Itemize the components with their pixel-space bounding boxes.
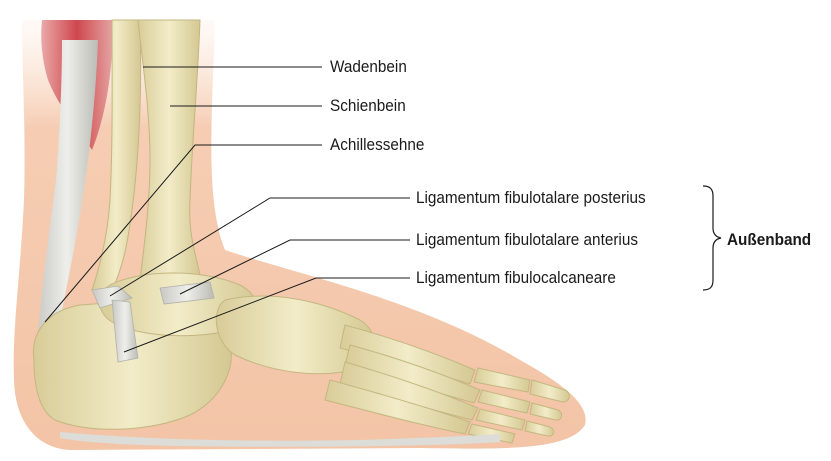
ligament-group-brace — [703, 186, 721, 290]
label-schienbein: Schienbein — [330, 96, 406, 116]
label-lig-anterius: Ligamentum fibulotalare anterius — [416, 230, 638, 250]
label-lig-calcaneare: Ligamentum fibulocalcaneare — [416, 268, 616, 288]
label-group-aussenband: Außenband — [727, 230, 811, 250]
label-lig-posterius: Ligamentum fibulotalare posterius — [416, 188, 646, 208]
label-achillessehne: Achillessehne — [330, 135, 424, 155]
label-wadenbein: Wadenbein — [330, 57, 407, 77]
